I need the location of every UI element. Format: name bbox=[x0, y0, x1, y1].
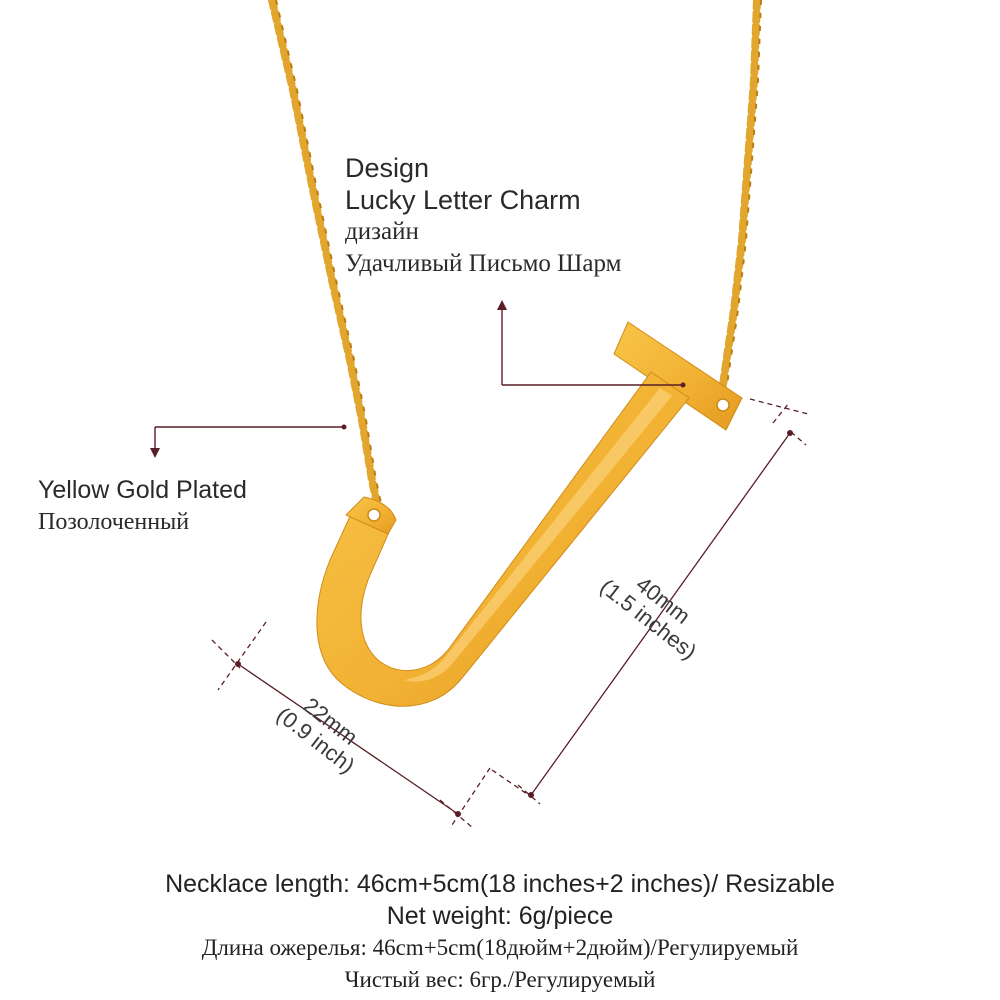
callout-design-line bbox=[497, 300, 686, 388]
spec-length-en: Necklace length: 46cm+5cm(18 inches+2 in… bbox=[165, 870, 835, 898]
plating-ru: Позолоченный bbox=[38, 509, 190, 535]
callout-plating-line bbox=[150, 424, 347, 458]
dimension-height-line bbox=[491, 398, 809, 805]
plating-en: Yellow Gold Plated bbox=[38, 476, 247, 504]
spec-weight-ru: Чистый вес: 6гр./Регулируемый bbox=[344, 967, 656, 992]
letter-j-pendant bbox=[316, 321, 743, 707]
necklace-chain-right bbox=[718, 0, 762, 406]
spec-weight-en: Net weight: 6g/piece bbox=[386, 902, 614, 930]
dimension-width-line bbox=[211, 621, 491, 829]
design-name-ru: Удачливый Письмо Шарм bbox=[345, 250, 622, 277]
product-specs: Necklace length: 46cm+5cm(18 inches+2 in… bbox=[0, 868, 1000, 996]
callout-plating: Yellow Gold Plated Позолоченный bbox=[38, 474, 247, 538]
spec-length-ru: Длина ожерелья: 46cm+5cm(18дюйм+2дюйм)/Р… bbox=[201, 935, 799, 960]
necklace-chain-left bbox=[268, 0, 383, 512]
callout-design: Design Lucky Letter Charm дизайн Удачлив… bbox=[345, 152, 621, 280]
design-title-ru: дизайн bbox=[345, 218, 419, 245]
design-title-en: Design bbox=[345, 153, 430, 183]
design-name-en: Lucky Letter Charm bbox=[345, 185, 581, 215]
